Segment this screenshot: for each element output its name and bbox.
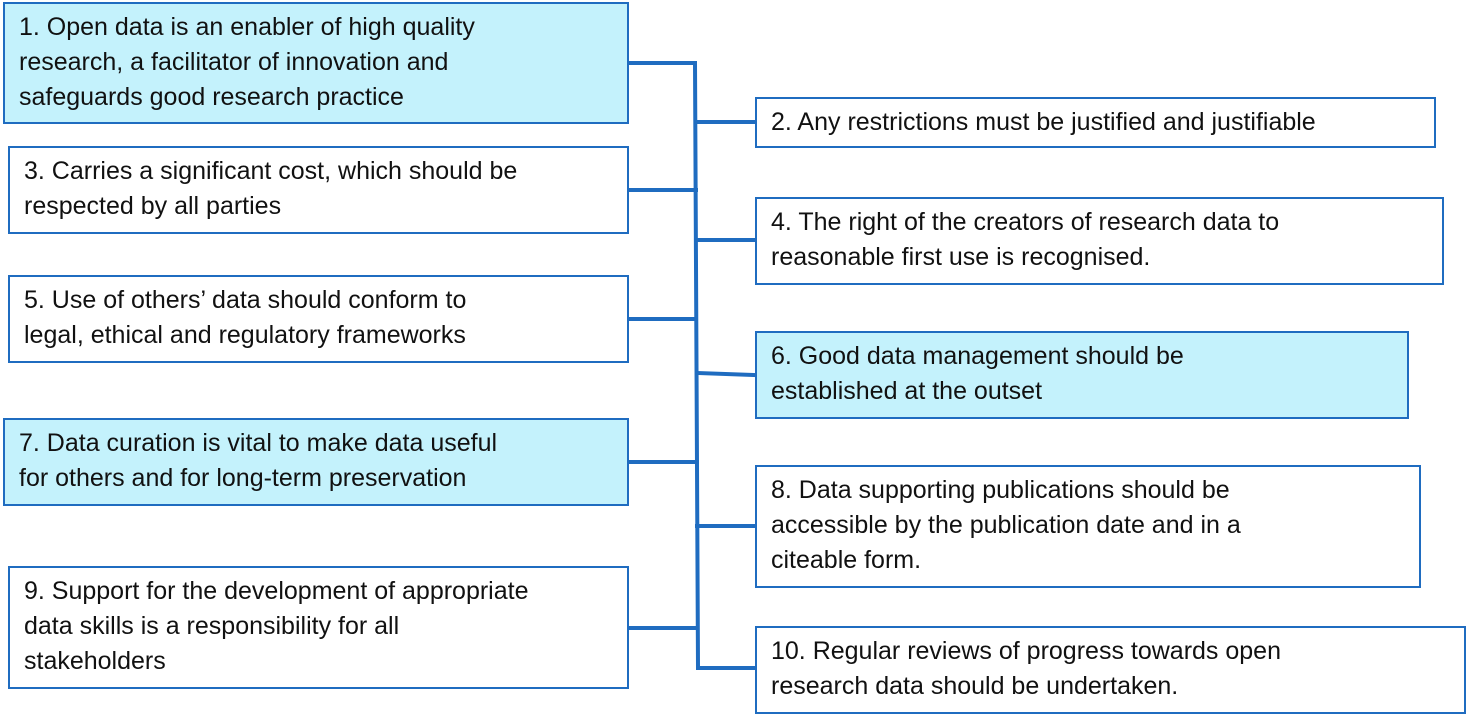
principle-box-5: 5. Use of others’ data should conform to… — [8, 275, 629, 363]
principle-box-9: 9. Support for the development of approp… — [8, 566, 629, 689]
connector-6 — [694, 370, 758, 378]
principle-box-10: 10. Regular reviews of progress towards … — [755, 626, 1466, 714]
principle-box-6: 6. Good data management should be establ… — [755, 331, 1409, 419]
principle-box-4: 4. The right of the creators of research… — [755, 197, 1444, 285]
principle-box-8: 8. Data supporting publications should b… — [755, 465, 1421, 588]
connector-trunk — [692, 60, 701, 671]
principle-box-2: 2. Any restrictions must be justified an… — [755, 97, 1436, 148]
principle-box-7: 7. Data curation is vital to make data u… — [3, 418, 629, 506]
principle-box-1: 1. Open data is an enabler of high quali… — [3, 2, 629, 124]
principle-box-3: 3. Carries a significant cost, which sho… — [8, 146, 629, 234]
